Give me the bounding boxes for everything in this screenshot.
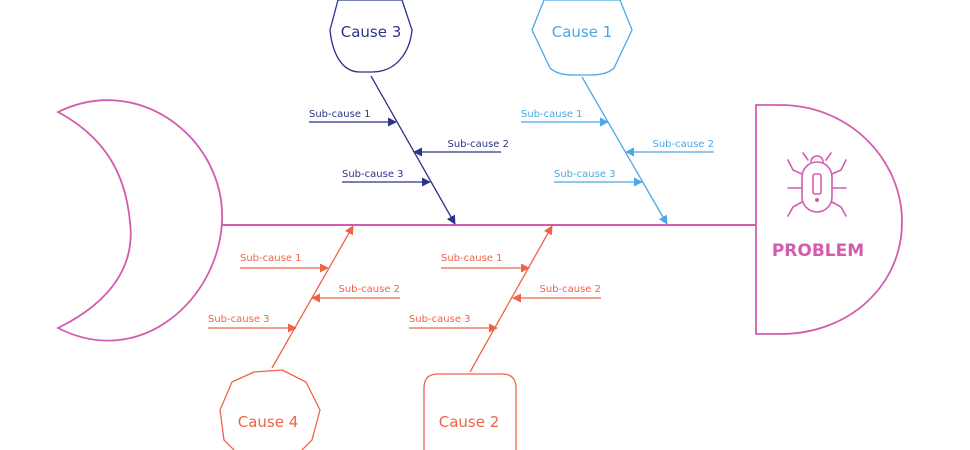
cause4-sub3-label: Sub-cause 3 (208, 314, 270, 325)
fish-head (755, 104, 903, 335)
cause3-bone (370, 75, 456, 225)
cause1-hexagon (531, 0, 633, 76)
cause3-label: Cause 3 (341, 23, 402, 41)
cause2-sub2-label: Sub-cause 2 (539, 284, 601, 295)
cause1-label: Cause 1 (552, 23, 613, 41)
cause3-shape (329, 0, 413, 73)
cause1-sub2-label: Sub-cause 2 (652, 139, 714, 150)
cause4-bone (271, 225, 354, 369)
bug-icon (787, 152, 847, 217)
cause1-sub1-label: Sub-cause 1 (521, 109, 583, 120)
cause1-sub3-label: Sub-cause 3 (554, 169, 616, 180)
cause1-bone (581, 76, 668, 225)
cause2-sub3-label: Sub-cause 3 (409, 314, 471, 325)
cause4-label: Cause 4 (238, 413, 299, 431)
cause2-rounded-rect (423, 373, 517, 450)
fish-tail (55, 99, 223, 342)
cause2-bone (469, 225, 553, 373)
cause3-sub2-label: Sub-cause 2 (447, 139, 509, 150)
cause3-sub1-label: Sub-cause 1 (309, 109, 371, 120)
problem-label: PROBLEM (772, 241, 864, 261)
cause3-sub3-label: Sub-cause 3 (342, 169, 404, 180)
cause2-label: Cause 2 (439, 413, 500, 431)
cause4-heptagon (219, 369, 321, 450)
cause4-sub2-label: Sub-cause 2 (338, 284, 400, 295)
cause4-sub1-label: Sub-cause 1 (240, 253, 302, 264)
cause2-sub1-label: Sub-cause 1 (441, 253, 503, 264)
